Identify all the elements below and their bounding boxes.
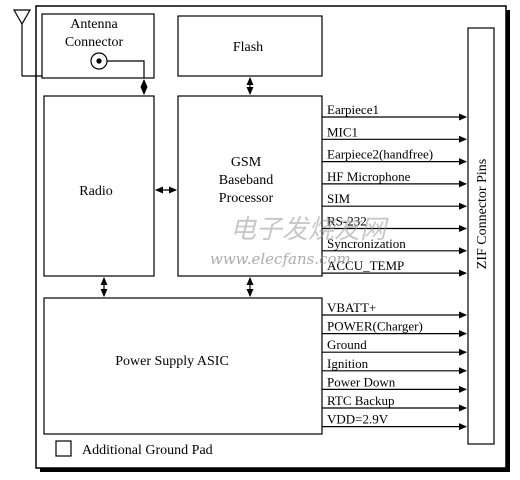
block-connectors — [100, 77, 254, 297]
signal-label-lower-1: POWER(Charger) — [327, 319, 423, 334]
flash-block — [177, 15, 323, 77]
signal-label-lower-2: Ground — [327, 337, 367, 352]
signal-label-lower-6: VDD=2.9V — [327, 412, 389, 427]
radio-block — [43, 95, 155, 277]
signal-label-upper-5: RS-232 — [327, 214, 367, 229]
lower-signal-lines: VBATT+ POWER(Charger) GroundIgnitionPower … — [322, 300, 467, 431]
signal-label-lower-0: VBATT+ — [327, 300, 376, 315]
coax-connector-icon — [90, 52, 145, 78]
ground-pad-label: Additional Ground Pad — [82, 443, 213, 458]
radio-label: Radio — [79, 184, 112, 199]
zif-connector-block — [467, 27, 495, 445]
antenna-connector-block — [41, 13, 155, 79]
antenna-connector-label-2: Connector — [65, 35, 124, 50]
power-supply-label: Power Supply ASIC — [115, 354, 229, 369]
ground-pad-symbol — [55, 440, 72, 457]
antenna-connector-label-1: Antenna — [70, 17, 118, 32]
signal-label-lower-3: Ignition — [327, 356, 369, 371]
watermark-chinese: 电子发烧友网 — [230, 215, 389, 245]
signal-label-upper-4: SIM — [327, 191, 351, 206]
flash-label: Flash — [233, 40, 263, 55]
gsm-baseband-block — [177, 95, 323, 277]
zif-connector-label: ZIF Connector Pins — [475, 159, 490, 269]
signal-label-upper-2: Earpiece2(handfree) — [327, 147, 433, 162]
signal-label-upper-0: Earpiece1 — [327, 102, 379, 117]
signal-label-upper-1: MIC1 — [327, 124, 358, 139]
signal-label-upper-7: ACCU_TEMP — [327, 258, 404, 273]
gsm-label-1: GSM — [231, 155, 262, 170]
signal-label-upper-3: HF Microphone — [327, 169, 411, 184]
signal-label-lower-4: Power Down — [327, 374, 396, 389]
power-supply-block — [43, 297, 323, 435]
gsm-label-3: Processor — [219, 191, 274, 206]
signal-label-upper-6: Syncronization — [327, 236, 406, 251]
antenna-icon — [12, 9, 44, 77]
signal-label-lower-5: RTC Backup — [327, 393, 394, 408]
gsm-label-2: Baseband — [219, 173, 273, 188]
watermark-url: www.elecfans.com — [210, 250, 351, 268]
